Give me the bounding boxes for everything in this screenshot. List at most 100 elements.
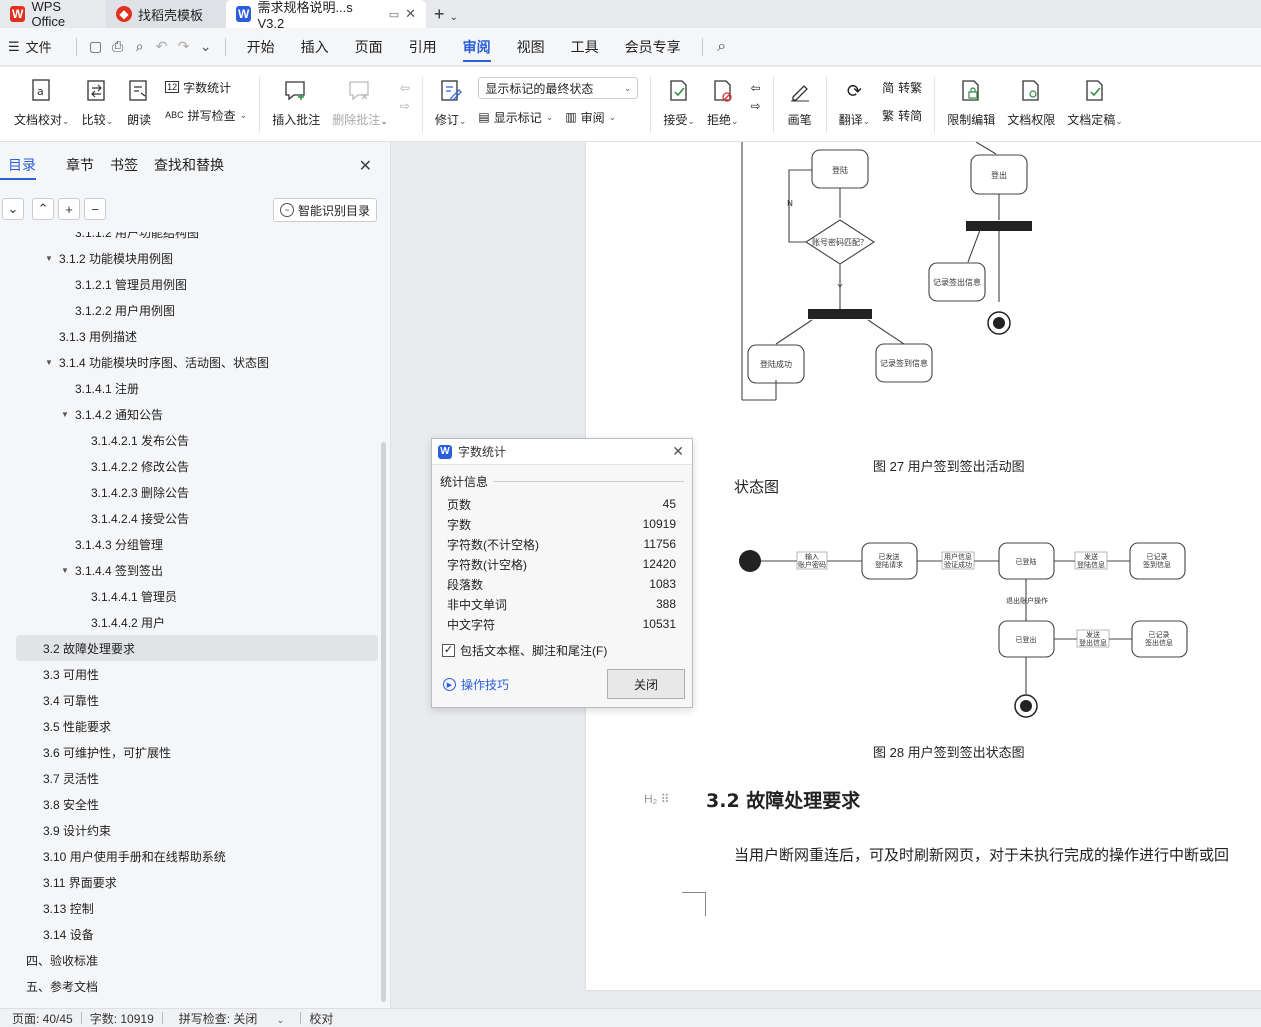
expand-triangle-icon[interactable]: ▼: [61, 409, 69, 419]
collapse-all-button[interactable]: ⌄: [2, 198, 24, 220]
comment-nav-buttons[interactable]: ⇦ ⇨: [394, 77, 416, 113]
document-page[interactable]: 登陆 登出 账号密码匹配？ N Y 登陆成功 记录签到信息 记录签出信息 图 2…: [586, 142, 1261, 990]
toc-item[interactable]: 3.1.4.3 分组管理: [0, 531, 391, 557]
expand-triangle-icon[interactable]: ▼: [45, 253, 53, 263]
toc-item[interactable]: 3.2 故障处理要求: [16, 635, 378, 661]
tab-home[interactable]: 开始: [246, 38, 275, 55]
toc-item[interactable]: 3.13 控制: [0, 895, 391, 921]
toc-item[interactable]: 3.1.4.2.3 删除公告: [0, 479, 391, 505]
compare-button[interactable]: 比较⌄: [76, 77, 120, 128]
toc-item[interactable]: 3.1.2.2 用户用例图: [0, 297, 391, 323]
smart-toc-button[interactable]: ~ 智能识别目录: [272, 198, 377, 222]
proof-indicator[interactable]: 校对: [309, 1011, 334, 1026]
toc-item[interactable]: 3.8 安全性: [0, 791, 391, 817]
include-textbox-checkbox-row[interactable]: ✓ 包括文本框、脚注和尾注(F): [432, 634, 692, 667]
prev-revision-icon[interactable]: ⇦: [750, 81, 761, 95]
restrict-edit-button[interactable]: 限制编辑: [941, 77, 1001, 128]
toc-item[interactable]: ▼3.1.2 功能模块用例图: [0, 245, 391, 271]
to-simplified-button[interactable]: 繁 转简: [882, 105, 922, 125]
toc-item[interactable]: 3.1.4.4.2 用户: [0, 609, 391, 635]
close-tab-icon[interactable]: ✕: [405, 6, 416, 21]
tab-template[interactable]: ◆ 找稻壳模板: [106, 0, 226, 28]
heading-level-marker[interactable]: H₂ ⠿: [644, 792, 670, 806]
include-textbox-checkbox[interactable]: ✓: [442, 644, 455, 657]
review-pane-button[interactable]: 审阅: [580, 110, 605, 125]
tab-wps-office[interactable]: W WPS Office: [0, 0, 106, 29]
toc-item[interactable]: 3.14 设备: [0, 921, 391, 947]
toc-item[interactable]: ▼3.1.4.4 签到签出: [0, 557, 391, 583]
expand-up-button[interactable]: ⌃: [32, 198, 54, 220]
toc-scrollbar[interactable]: [381, 442, 386, 1002]
insert-comment-button[interactable]: 插入批注: [266, 77, 326, 128]
toc-item[interactable]: 五、参考文档: [0, 973, 391, 999]
toc-item[interactable]: 3.1.4.1 注册: [0, 375, 391, 401]
toc-item[interactable]: 3.1.2.1 管理员用例图: [0, 271, 391, 297]
save-icon[interactable]: ▢: [89, 38, 103, 54]
show-markup-button[interactable]: 显示标记: [493, 110, 542, 125]
tab-view[interactable]: 视图: [516, 38, 545, 55]
toc-item[interactable]: 3.7 灵活性: [0, 765, 391, 791]
markup-state-select[interactable]: 显示标记的最终状态 ⌄: [478, 77, 639, 99]
toc-item[interactable]: 3.3 可用性: [0, 661, 391, 687]
toc-item[interactable]: 3.4 可靠性: [0, 687, 391, 713]
tab-tools[interactable]: 工具: [570, 38, 599, 55]
toc-item[interactable]: 3.11 界面要求: [0, 869, 391, 895]
find-doc-icon[interactable]: ⌕: [135, 38, 144, 54]
tab-document[interactable]: W 需求规格说明...s V3.2 ▭ ✕: [226, 0, 426, 31]
reject-button[interactable]: 拒绝⌄: [701, 77, 745, 128]
tips-link[interactable]: ▶ 操作技巧: [443, 676, 509, 693]
accept-button[interactable]: 接受⌄: [657, 77, 701, 128]
nav-tab-chapters[interactable]: 章节: [66, 157, 94, 173]
to-traditional-button[interactable]: 简 转繁: [882, 77, 922, 97]
revision-nav-buttons[interactable]: ⇦ ⇨: [745, 77, 767, 113]
revise-button[interactable]: 修订⌄: [429, 77, 473, 128]
tab-page[interactable]: 页面: [354, 38, 383, 55]
read-aloud-button[interactable]: 朗读: [119, 77, 159, 128]
doc-finalize-button[interactable]: 文档定稿⌄: [1061, 77, 1129, 128]
drag-handle-icon[interactable]: ⠿: [660, 792, 670, 806]
file-menu[interactable]: ☰ 文件: [8, 37, 52, 56]
demote-button[interactable]: −: [84, 198, 106, 220]
tab-review[interactable]: 审阅: [450, 28, 504, 66]
toc-item[interactable]: 3.1.4.2.4 接受公告: [0, 505, 391, 531]
tab-insert[interactable]: 插入: [300, 38, 329, 55]
search-icon[interactable]: ⌕: [717, 37, 727, 55]
monitor-icon[interactable]: ▭: [388, 8, 400, 21]
next-comment-icon[interactable]: ⇨: [399, 99, 410, 113]
translate-button[interactable]: ⟳ 翻译⌄: [833, 77, 877, 128]
expand-triangle-icon[interactable]: ▼: [61, 565, 69, 575]
print-preview-icon[interactable]: ⎙: [112, 38, 124, 54]
new-tab-button[interactable]: + ⌄: [434, 3, 458, 24]
next-revision-icon[interactable]: ⇨: [750, 99, 761, 113]
toc-item[interactable]: 3.6 可维护性，可扩展性: [0, 739, 391, 765]
toc-item[interactable]: 四、验收标准: [0, 947, 391, 973]
spell-check-indicator[interactable]: 拼写检查: 关闭 ⌄: [163, 1010, 301, 1027]
toc-item[interactable]: 3.1.1.2 用户功能结构图: [0, 232, 391, 245]
redo-icon[interactable]: ↷: [177, 38, 190, 54]
proofread-button[interactable]: a 文档校对⌄: [8, 77, 76, 128]
undo-icon[interactable]: ↶: [155, 38, 168, 54]
expand-triangle-icon[interactable]: ▼: [45, 357, 53, 367]
close-icon[interactable]: ✕: [358, 158, 372, 175]
toc-item[interactable]: 3.1.4.2.2 修改公告: [0, 453, 391, 479]
word-count-button[interactable]: 12 字数统计: [165, 77, 247, 97]
page-indicator[interactable]: 页面: 40/45: [12, 1011, 73, 1026]
word-count-indicator[interactable]: 字数: 10919: [89, 1011, 154, 1026]
doc-permission-button[interactable]: 文档权限: [1001, 77, 1061, 128]
tab-membership[interactable]: 会员专享: [624, 38, 681, 55]
toc-item[interactable]: 3.1.4.4.1 管理员: [0, 583, 391, 609]
close-icon[interactable]: ✕: [672, 443, 684, 459]
promote-button[interactable]: +: [58, 198, 80, 220]
dialog-close-button[interactable]: 关闭: [607, 669, 685, 699]
toc-item[interactable]: ▼3.1.4.2 通知公告: [0, 401, 391, 427]
dialog-titlebar[interactable]: W 字数统计: [432, 439, 692, 465]
toc-item[interactable]: 3.1.4.2.1 发布公告: [0, 427, 391, 453]
nav-tab-bookmarks[interactable]: 书签: [110, 157, 138, 173]
tab-references[interactable]: 引用: [408, 38, 437, 55]
more-chevron-icon[interactable]: ⌄: [199, 38, 212, 54]
toc-item[interactable]: ▼3.1.4 功能模块时序图、活动图、状态图: [0, 349, 391, 375]
ink-button[interactable]: 画笔: [780, 77, 820, 128]
toc-item[interactable]: 3.5 性能要求: [0, 713, 391, 739]
toc-item[interactable]: 3.10 用户使用手册和在线帮助系统: [0, 843, 391, 869]
toc-item[interactable]: 3.9 设计约束: [0, 817, 391, 843]
